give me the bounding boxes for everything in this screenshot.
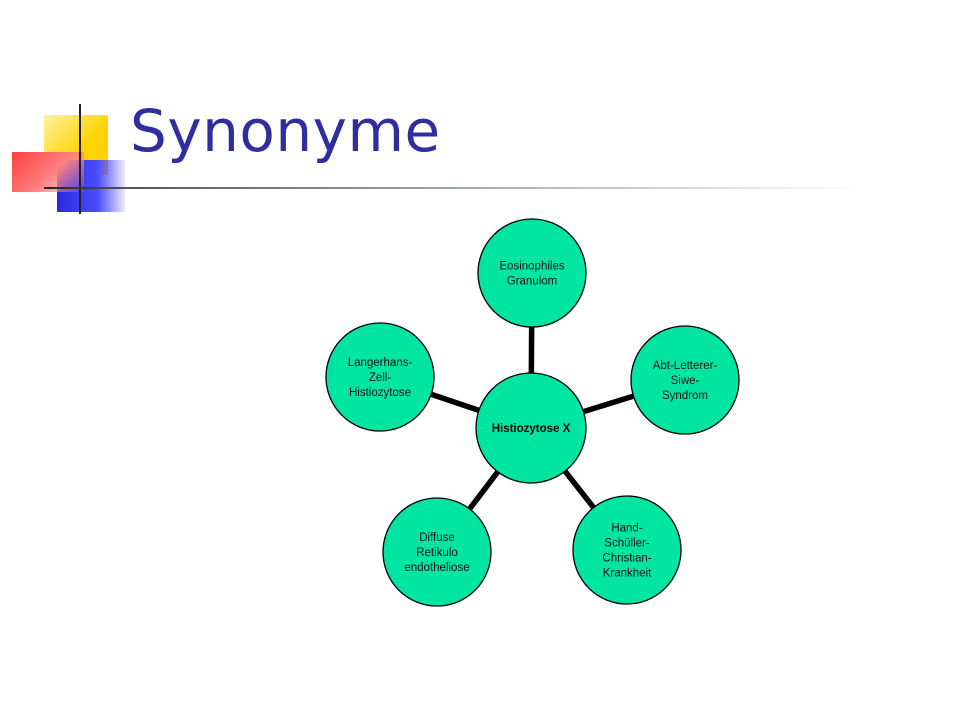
connector-hand-schueller-christian-krankheit — [562, 469, 596, 510]
node-label: Hand- Schüller- Christian- Krankheit — [602, 523, 652, 580]
connector-abt-letterer-siwe-syndrom — [582, 393, 635, 415]
title-underline — [44, 187, 864, 189]
node-label-line: endotheliose — [404, 562, 469, 574]
node-label-line: Schüller- — [604, 538, 650, 550]
node-label-line: Syndrom — [662, 390, 708, 402]
node-label-line: Eosinophiles — [499, 261, 564, 273]
node-circle — [477, 218, 587, 328]
slide-title: Synonyme — [130, 97, 441, 165]
node-label-line: Granulom — [507, 276, 558, 288]
node-label-line: Krankheit — [603, 568, 652, 580]
node-abt-letterer-siwe-syndrom: Abt-Letterer- Siwe- Syndrom — [630, 325, 740, 435]
node-label-line: Hand- — [611, 523, 642, 535]
node-label-line: Abt-Letterer- — [653, 360, 718, 372]
node-label-line: Christian- — [602, 553, 651, 565]
node-circle — [572, 495, 682, 605]
node-circle — [630, 325, 740, 435]
node-circle — [382, 497, 492, 607]
center-label: Histiozytose X — [492, 423, 571, 435]
node-langerhans-zell-histiozytose: Langerhans- Zell- Histiozytose — [325, 322, 435, 432]
center-circle — [475, 372, 587, 484]
node-hand-schueller-christian-krankheit: Hand- Schüller- Christian- Krankheit — [572, 495, 682, 605]
connectors — [430, 326, 635, 511]
connector-diffuse-retikulo-endotheliose — [467, 470, 500, 511]
node-label-line: Zell- — [369, 372, 392, 384]
node-label-line: Langerhans- — [348, 357, 413, 369]
center-label-line: Histiozytose X — [492, 423, 571, 435]
node-label-line: Histiozytose — [349, 387, 411, 399]
node-label-line: Diffuse — [419, 532, 455, 544]
node-label: Abt-Letterer- Siwe- Syndrom — [653, 360, 718, 402]
center-node: Histiozytose X — [475, 372, 587, 484]
node-label-line: Siwe- — [671, 375, 700, 387]
node-label: Langerhans- Zell- Histiozytose — [348, 357, 413, 399]
connector-langerhans-zell-histiozytose — [430, 391, 480, 414]
node-label-line: Retikulo — [416, 547, 458, 559]
decor-vertical-line — [79, 104, 81, 214]
decor-red-square — [12, 152, 84, 192]
node-circle — [325, 322, 435, 432]
